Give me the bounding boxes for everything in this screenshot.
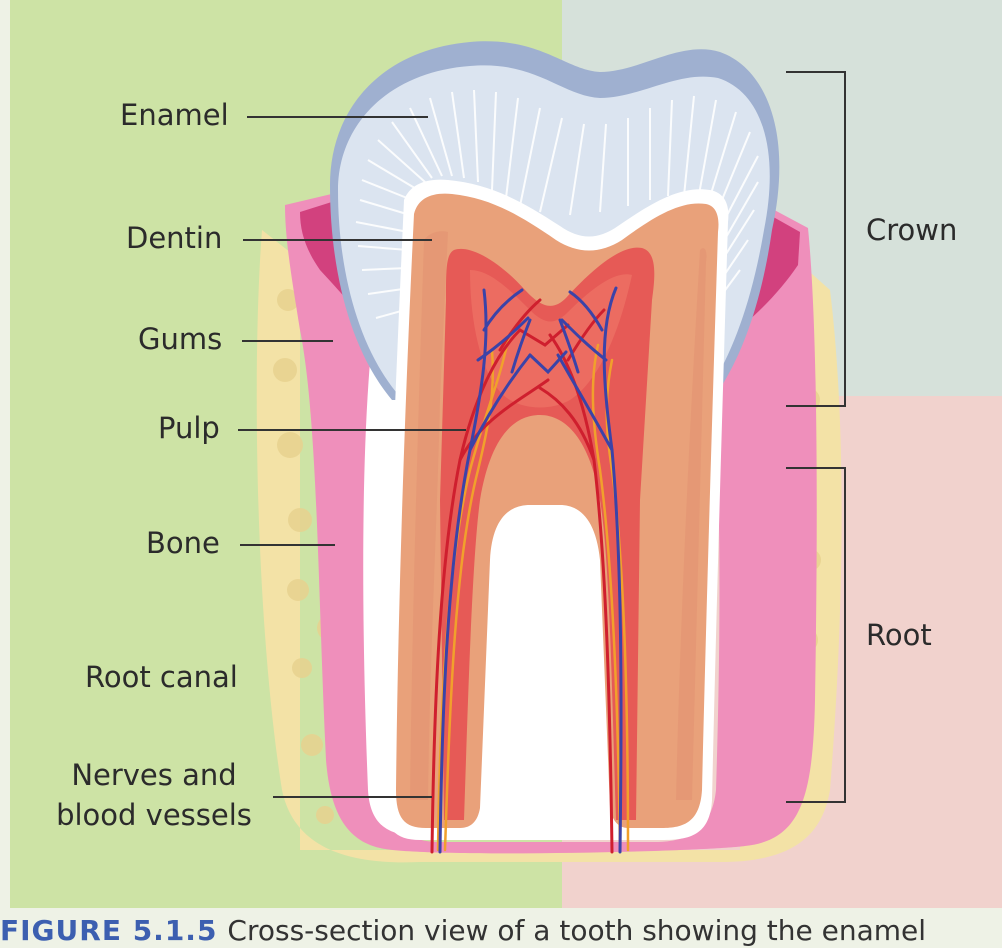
label-gums: Gums — [138, 322, 222, 357]
label-root: Root — [866, 618, 932, 653]
label-enamel: Enamel — [120, 98, 229, 133]
label-crown: Crown — [866, 213, 957, 248]
label-dentin: Dentin — [126, 221, 222, 256]
label-pulp: Pulp — [158, 411, 220, 446]
label-root-canal: Root canal — [85, 660, 238, 695]
label-nerves-and-blood-vessels: Nerves and blood vessels — [40, 755, 268, 835]
figure-caption: FIGURE 5.1.5 Cross-section view of a toot… — [0, 914, 1002, 948]
figure-number: FIGURE 5.1.5 — [0, 914, 217, 947]
label-bone: Bone — [146, 526, 220, 561]
figure-caption-text: Cross-section view of a tooth showing th… — [227, 914, 926, 947]
